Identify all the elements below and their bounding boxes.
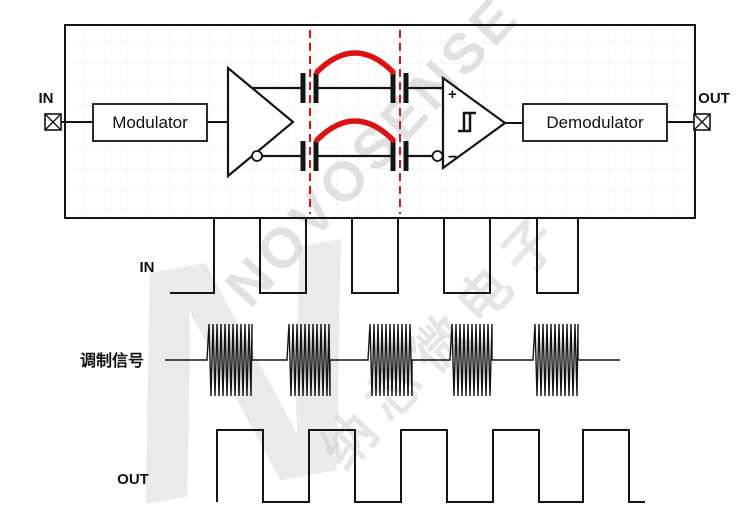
driver-inverting-bubble-icon [251,150,263,162]
coupling-arc-top-icon [314,50,396,75]
out-square-waveform [216,429,645,503]
out-waveform-label: OUT [117,471,149,488]
in-terminal-x-icon [44,113,62,131]
in-waveform-label: IN [140,259,155,276]
comparator-minus-label: − [448,149,457,166]
comparator-triangle [441,75,507,171]
comparator-inverting-bubble-icon [431,150,444,162]
modulated-waveform-label: 调制信号 [80,351,144,370]
schmitt-hysteresis-icon [458,113,472,133]
in-square-waveform [170,217,600,294]
demodulator-label: Demodulator [546,113,644,132]
modulator-block [92,103,208,142]
circuit-diagram [44,24,711,219]
modulated-burst-waveform [165,323,620,397]
driver-amplifier-triangle [226,65,295,179]
coupling-arc-bottom-icon [314,118,396,143]
comparator-plus-label: + [448,86,457,103]
demodulator-block [522,103,668,142]
in-terminal-label: IN [39,90,54,107]
out-terminal-x-icon [693,113,711,131]
modulator-label: Modulator [112,113,188,132]
schmitt-hysteresis-icon-2 [462,111,476,131]
waveform-plots [165,217,645,503]
out-terminal-label: OUT [698,90,730,107]
